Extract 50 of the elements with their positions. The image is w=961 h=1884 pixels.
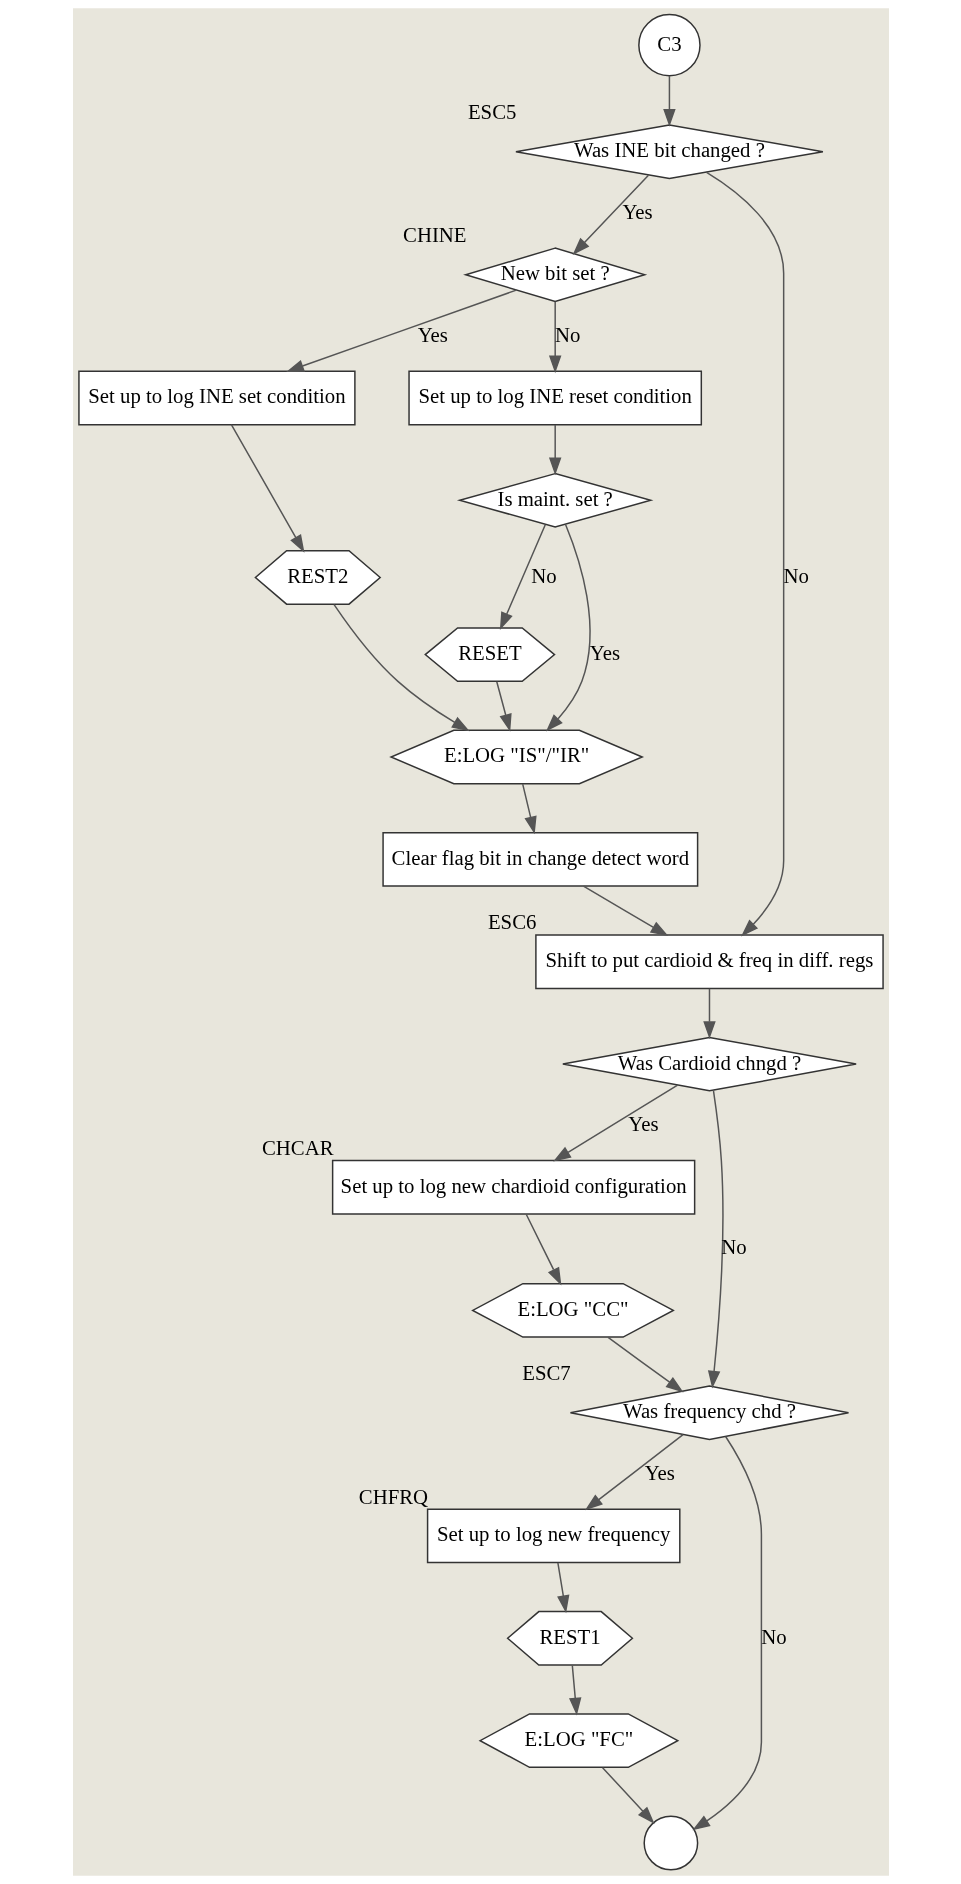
node-box: Set up to log new frequency — [426, 1508, 681, 1564]
node-diamond: New bit set ? — [462, 247, 647, 303]
node-box: Shift to put cardioid & freq in diff. regs — [534, 934, 884, 990]
node-label: ESC7 — [521, 1361, 571, 1385]
arrow — [525, 1213, 561, 1286]
arrow — [545, 523, 591, 732]
arrow — [556, 1562, 569, 1614]
arrow — [704, 171, 784, 937]
node-diamond: Is maint. set ? — [456, 472, 653, 528]
arrow — [584, 1433, 684, 1511]
node-box: Set up to log INE set condition — [77, 370, 356, 426]
arrow — [691, 1435, 762, 1831]
node-label: CHCAR — [261, 1135, 334, 1159]
arrow — [521, 783, 537, 835]
arrow — [568, 1664, 581, 1716]
edge-label: Yes — [627, 1112, 659, 1136]
node-box: Set up to log new chardioid configuration — [331, 1159, 695, 1215]
arrow — [495, 680, 512, 732]
node-label: ESC5 — [467, 100, 516, 124]
edge-label: No — [530, 563, 557, 587]
edge-label: Yes — [621, 199, 653, 223]
arrow — [548, 301, 561, 374]
node-box: Clear flag bit in change detect word — [381, 831, 698, 887]
arrow — [662, 75, 676, 127]
arrow — [499, 524, 546, 630]
edge-label: Yes — [644, 1460, 675, 1484]
arrow — [230, 424, 304, 553]
edge-label: Yes — [589, 641, 620, 665]
node-diamond: Was frequency chd ? — [569, 1385, 849, 1441]
edge-label: Yes — [417, 322, 448, 346]
node-label: CHINE — [402, 223, 466, 247]
arrow — [702, 988, 716, 1039]
arrow — [572, 174, 649, 256]
node-circle: C3 — [637, 13, 701, 77]
edge-label: No — [760, 1624, 787, 1648]
node-label: ESC6 — [487, 910, 536, 934]
arrow — [606, 1336, 684, 1393]
arrow — [332, 603, 470, 732]
node-box: Set up to log INE reset condition — [407, 370, 702, 426]
node-diamond: Was Cardioid chngd ? — [561, 1036, 857, 1092]
edge-label: No — [783, 563, 809, 587]
node-label: CHFRQ — [358, 1484, 428, 1508]
node-diamond: Was INE bit changed ? — [514, 124, 824, 180]
arrow — [707, 1089, 724, 1389]
node-circle — [642, 1815, 698, 1871]
arrow — [285, 289, 517, 372]
arrow — [582, 885, 668, 937]
arrow — [601, 1767, 655, 1824]
arrow — [552, 1084, 678, 1162]
arrow — [548, 424, 561, 476]
